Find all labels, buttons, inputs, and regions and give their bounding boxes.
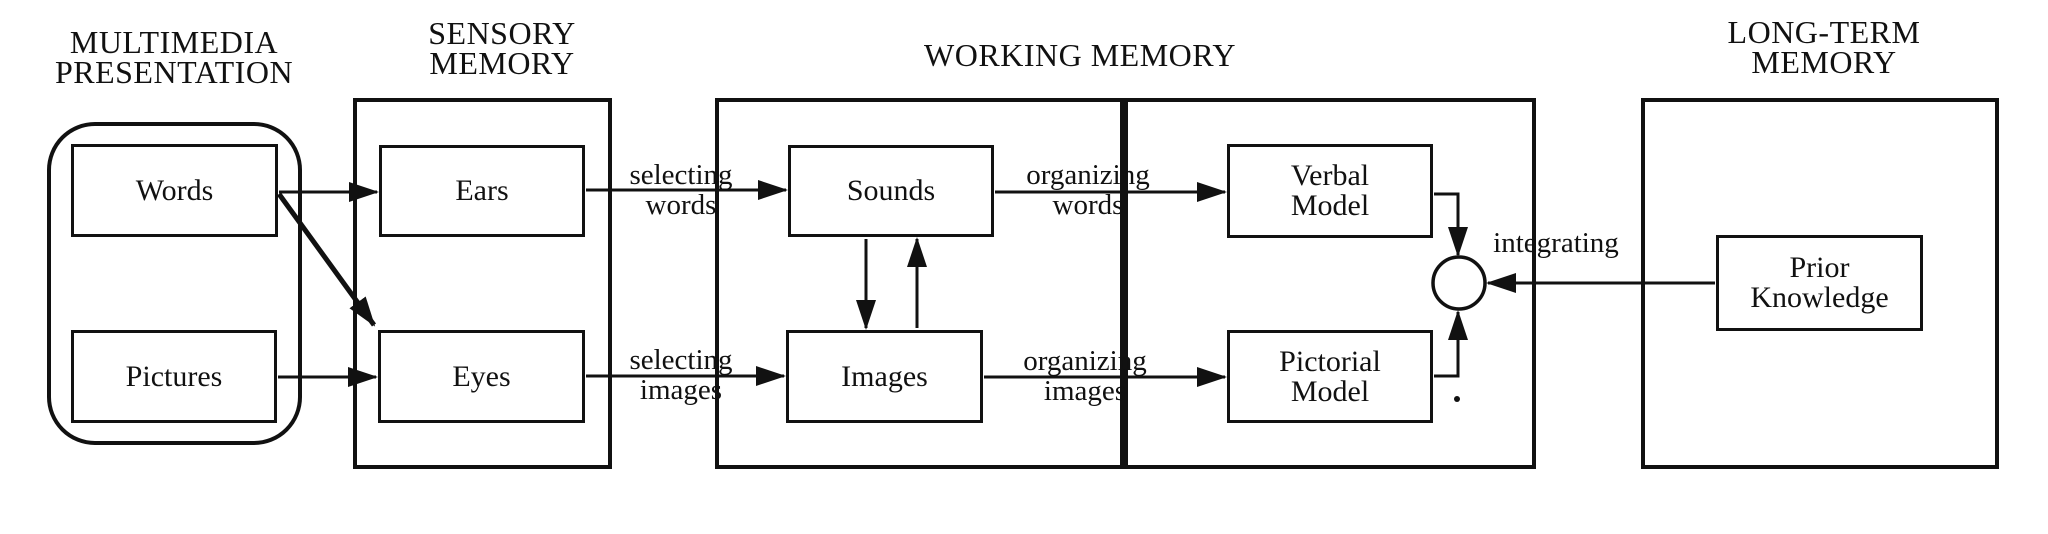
organizing-words-label: organizing words	[1026, 159, 1150, 221]
sensory-memory-title: SENSORY MEMORY	[428, 15, 576, 81]
pictures-box: Pictures	[71, 330, 277, 423]
organizing-images-label: organizing images	[1023, 345, 1147, 407]
integrating-label: integrating	[1493, 227, 1619, 259]
images-box: Images	[786, 330, 983, 423]
selecting-images-label: selecting images	[629, 344, 733, 406]
words-box: Words	[71, 144, 278, 237]
pictorial-model-box: Pictorial Model	[1227, 330, 1433, 423]
sounds-box: Sounds	[788, 145, 994, 237]
selecting-words-label: selecting words	[629, 159, 733, 221]
working-memory-frame-left	[715, 98, 1124, 469]
prior-knowledge-box: Prior Knowledge	[1716, 235, 1923, 331]
multimedia-presentation-title: MULTIMEDIA PRESENTATION	[54, 24, 294, 90]
eyes-box: Eyes	[378, 330, 585, 423]
ears-box: Ears	[379, 145, 585, 237]
long-term-memory-title: LONG-TERM MEMORY	[1727, 14, 1921, 80]
verbal-model-box: Verbal Model	[1227, 144, 1433, 238]
working-memory-title: WORKING MEMORY	[924, 37, 1236, 73]
